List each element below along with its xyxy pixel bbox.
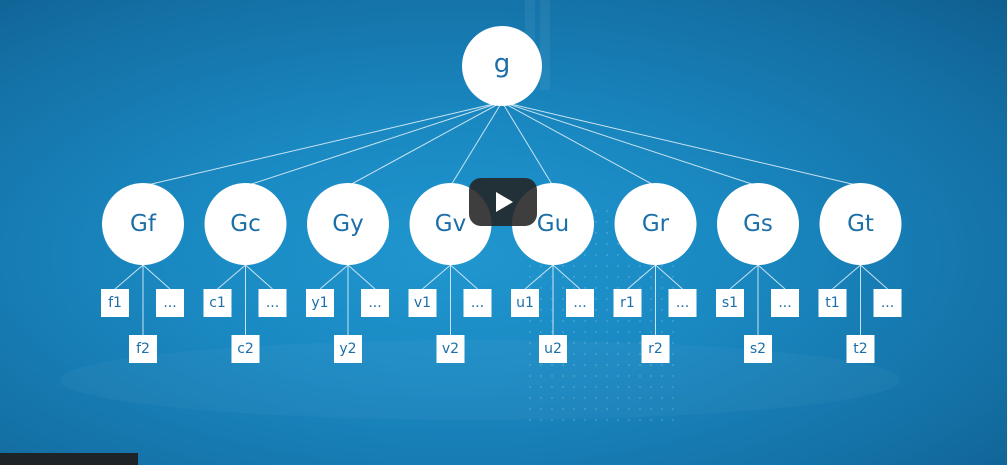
item-box	[129, 335, 157, 363]
video-progress-bar[interactable]	[0, 453, 138, 465]
item-label: ...	[163, 295, 176, 311]
item-box	[306, 289, 334, 317]
item-edge	[832, 264, 861, 290]
item-edge	[319, 264, 349, 290]
item-edge	[450, 264, 478, 290]
item-label: s2	[750, 341, 766, 357]
factor-node	[204, 183, 287, 265]
factor-label: Gy	[332, 211, 363, 237]
item-label: u1	[516, 295, 534, 311]
item-box	[203, 289, 232, 317]
root-edge	[450, 101, 503, 187]
root-node	[462, 26, 542, 106]
root-edge	[501, 101, 656, 187]
factor-node	[102, 183, 184, 265]
factor-label: Gt	[847, 211, 874, 237]
item-label: u2	[544, 341, 562, 357]
item-box	[408, 289, 437, 317]
item-edge	[524, 264, 554, 290]
item-edge	[347, 264, 376, 290]
item-edge	[422, 264, 451, 290]
factor-node	[717, 183, 799, 265]
root-edge	[142, 101, 503, 187]
item-edge	[627, 264, 656, 290]
item-box	[613, 289, 642, 317]
item-label: c2	[237, 341, 254, 357]
item-label: t1	[825, 295, 839, 311]
connector-lines	[114, 101, 888, 335]
item-box	[771, 289, 799, 317]
item-box	[231, 335, 260, 363]
play-icon	[496, 192, 513, 212]
item-edge	[217, 264, 246, 290]
factor-node	[614, 183, 697, 265]
factor-node	[819, 183, 902, 265]
item-label: ...	[266, 295, 279, 311]
item-label: ...	[471, 295, 484, 311]
item-box	[101, 289, 129, 317]
item-edge	[142, 264, 171, 290]
item-label: t2	[853, 341, 867, 357]
item-box	[846, 335, 875, 363]
item-edge	[245, 264, 273, 290]
item-label: ...	[573, 295, 586, 311]
item-label: c1	[209, 295, 226, 311]
item-box	[463, 289, 492, 317]
factor-label: Gv	[435, 211, 466, 237]
root-label: g	[494, 49, 511, 79]
factor-label: Gc	[230, 211, 260, 237]
item-box	[744, 335, 772, 363]
factor-label: Gu	[537, 211, 569, 237]
item-label: ...	[368, 295, 381, 311]
item-edge	[729, 264, 759, 290]
item-edge	[860, 264, 888, 290]
item-box	[668, 289, 697, 317]
root-edge	[501, 101, 759, 187]
root-edge	[501, 101, 554, 187]
factor-label: Gr	[642, 211, 670, 237]
factor-label: Gs	[743, 211, 773, 237]
item-box	[436, 335, 465, 363]
item-label: s1	[722, 295, 738, 311]
video-play-button[interactable]	[469, 178, 537, 226]
item-box	[361, 289, 389, 317]
root-edge	[245, 101, 503, 187]
item-box	[539, 335, 567, 363]
item-label: y2	[339, 341, 356, 357]
nodes: Gf f1 f2... Gc c1 c2... Gy y1 y2... Gv v1 v2... Gu u1…	[101, 26, 902, 363]
item-box	[511, 289, 539, 317]
item-label: v1	[414, 295, 431, 311]
item-box	[641, 335, 670, 363]
item-label: r1	[620, 295, 635, 311]
factor-node	[307, 183, 389, 265]
item-label: r2	[648, 341, 663, 357]
item-box	[334, 335, 362, 363]
item-label: ...	[778, 295, 791, 311]
item-edge	[757, 264, 786, 290]
item-edge	[552, 264, 581, 290]
item-box	[156, 289, 184, 317]
item-label: f2	[136, 341, 150, 357]
item-edge	[655, 264, 683, 290]
item-box	[566, 289, 594, 317]
root-edge	[501, 101, 861, 187]
item-label: ...	[676, 295, 689, 311]
item-label: f1	[108, 295, 122, 311]
item-box	[258, 289, 287, 317]
item-label: y1	[311, 295, 328, 311]
root-edge	[347, 101, 503, 187]
factor-label: Gf	[130, 211, 157, 237]
item-box	[873, 289, 902, 317]
item-label: v2	[442, 341, 459, 357]
item-box	[716, 289, 744, 317]
item-edge	[114, 264, 144, 290]
item-label: ...	[881, 295, 894, 311]
item-box	[818, 289, 847, 317]
